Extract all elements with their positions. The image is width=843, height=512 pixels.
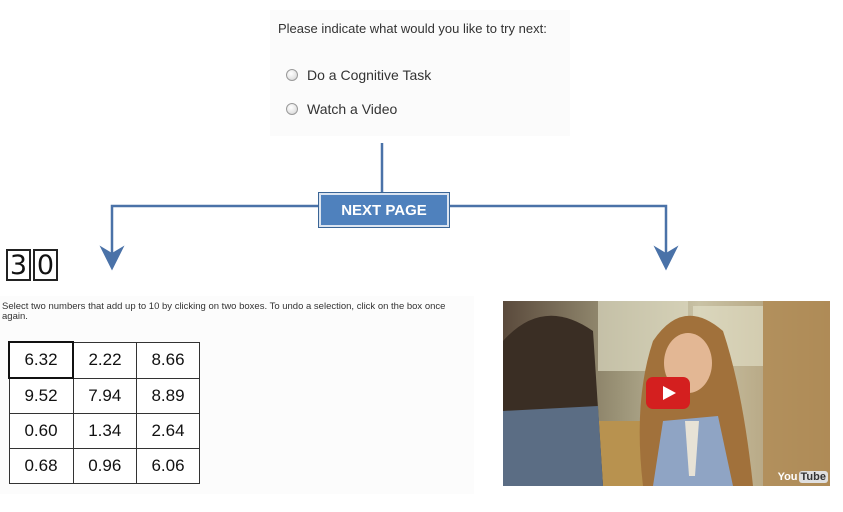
timer-digit: 0 bbox=[33, 249, 58, 281]
youtube-logo-tube: Tube bbox=[798, 471, 828, 483]
table-row: 0.60 1.34 2.64 bbox=[8, 413, 200, 449]
number-box[interactable]: 7.94 bbox=[72, 377, 137, 414]
number-box[interactable]: 1.34 bbox=[72, 413, 137, 449]
number-box[interactable]: 2.64 bbox=[136, 413, 200, 449]
number-box[interactable]: 6.06 bbox=[136, 448, 200, 484]
option-label: Do a Cognitive Task bbox=[307, 67, 432, 83]
number-box[interactable]: 0.96 bbox=[72, 448, 137, 484]
table-row: 0.68 0.96 6.06 bbox=[8, 448, 200, 484]
number-grid: 6.32 2.22 8.66 9.52 7.94 8.89 0.60 1.34 … bbox=[8, 341, 200, 484]
next-page-button[interactable]: NEXT PAGE bbox=[318, 192, 450, 228]
number-box[interactable]: 6.32 bbox=[8, 341, 74, 379]
table-row: 6.32 2.22 8.66 bbox=[8, 341, 200, 379]
number-box[interactable]: 2.22 bbox=[72, 341, 137, 379]
youtube-logo-you: You bbox=[777, 471, 798, 483]
radio-button-icon[interactable] bbox=[286, 103, 298, 115]
question-text: Please indicate what would you like to t… bbox=[278, 21, 547, 36]
arrow-left-icon bbox=[99, 204, 318, 271]
play-button-icon[interactable] bbox=[646, 377, 690, 409]
number-box[interactable]: 8.89 bbox=[136, 377, 200, 414]
option-watch-video[interactable]: Watch a Video bbox=[286, 101, 397, 117]
countdown-timer: 3 0 bbox=[6, 249, 58, 283]
number-box[interactable]: 0.68 bbox=[8, 448, 74, 484]
table-row: 9.52 7.94 8.89 bbox=[8, 377, 200, 414]
option-cognitive-task[interactable]: Do a Cognitive Task bbox=[286, 67, 431, 83]
number-box[interactable]: 8.66 bbox=[136, 341, 200, 379]
number-box[interactable]: 9.52 bbox=[8, 377, 74, 414]
youtube-logo: You Tube bbox=[778, 471, 828, 483]
radio-button-icon[interactable] bbox=[286, 69, 298, 81]
arrow-right-icon bbox=[450, 204, 679, 271]
survey-question-panel: Please indicate what would you like to t… bbox=[270, 10, 570, 136]
number-box[interactable]: 0.60 bbox=[8, 413, 74, 449]
timer-digit: 3 bbox=[6, 249, 31, 281]
video-player[interactable]: You Tube bbox=[503, 301, 830, 486]
next-page-label: NEXT PAGE bbox=[341, 201, 427, 219]
task-instructions: Select two numbers that add up to 10 by … bbox=[2, 301, 446, 322]
cognitive-task-panel: Select two numbers that add up to 10 by … bbox=[0, 296, 474, 494]
option-label: Watch a Video bbox=[307, 101, 398, 117]
